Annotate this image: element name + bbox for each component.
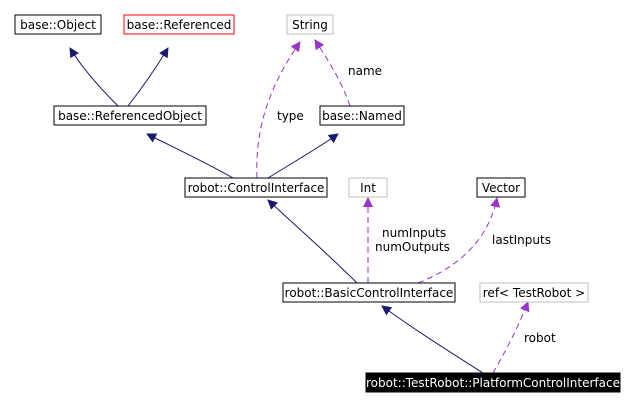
- node-base-object[interactable]: base::Object: [14, 14, 102, 35]
- node-label: base::Referenced: [127, 18, 232, 32]
- node-label: Vector: [482, 181, 520, 195]
- label-num-inputs: numInputs: [382, 226, 446, 240]
- node-base-referenced[interactable]: base::Referenced: [123, 14, 235, 35]
- label-robot: robot: [524, 331, 556, 345]
- inheritance-edges: [69, 47, 484, 374]
- node-label: base::Named: [322, 109, 402, 123]
- edge-platform-robot-ref: [492, 301, 530, 374]
- node-label: base::ReferencedObject: [58, 109, 202, 123]
- node-label: robot::TestRobot::PlatformControlInterfa…: [366, 376, 620, 390]
- edge-platform-to-basic: [381, 305, 484, 374]
- edge-basic-to-controlinterface: [267, 199, 358, 284]
- node-base-named[interactable]: base::Named: [319, 105, 405, 126]
- node-label: ref< TestRobot >: [483, 286, 585, 300]
- node-string[interactable]: String: [286, 14, 334, 35]
- node-base-referencedobject[interactable]: base::ReferencedObject: [53, 105, 207, 126]
- edge-referencedobject-to-referenced: [127, 47, 169, 107]
- usage-edges: [256, 39, 530, 374]
- node-label: Int: [360, 181, 376, 195]
- edge-named-name-string: [314, 39, 351, 107]
- edge-controlinterface-to-referencedobject: [146, 133, 234, 179]
- label-type: type: [277, 109, 304, 123]
- edge-controlinterface-to-named: [267, 133, 339, 179]
- label-last-inputs: lastInputs: [492, 233, 551, 247]
- node-label: robot::BasicControlInterface: [285, 286, 454, 300]
- node-platformcontrolinterface[interactable]: robot::TestRobot::PlatformControlInterfa…: [365, 372, 621, 393]
- label-num-outputs: numOutputs: [375, 240, 450, 254]
- node-ref-testrobot[interactable]: ref< TestRobot >: [479, 282, 589, 303]
- node-robot-controlinterface[interactable]: robot::ControlInterface: [184, 177, 328, 198]
- node-label: base::Object: [20, 18, 96, 32]
- node-vector[interactable]: Vector: [476, 177, 526, 198]
- node-robot-basiccontrolinterface[interactable]: robot::BasicControlInterface: [282, 282, 456, 303]
- edge-labels: name type numInputs numOutputs lastInput…: [277, 64, 556, 345]
- edge-basic-lastinputs-vector: [417, 197, 501, 284]
- edge-referencedobject-to-object: [69, 47, 119, 107]
- node-label: robot::ControlInterface: [188, 181, 325, 195]
- node-int[interactable]: Int: [348, 177, 388, 198]
- label-name: name: [348, 64, 382, 78]
- node-label: String: [292, 18, 328, 32]
